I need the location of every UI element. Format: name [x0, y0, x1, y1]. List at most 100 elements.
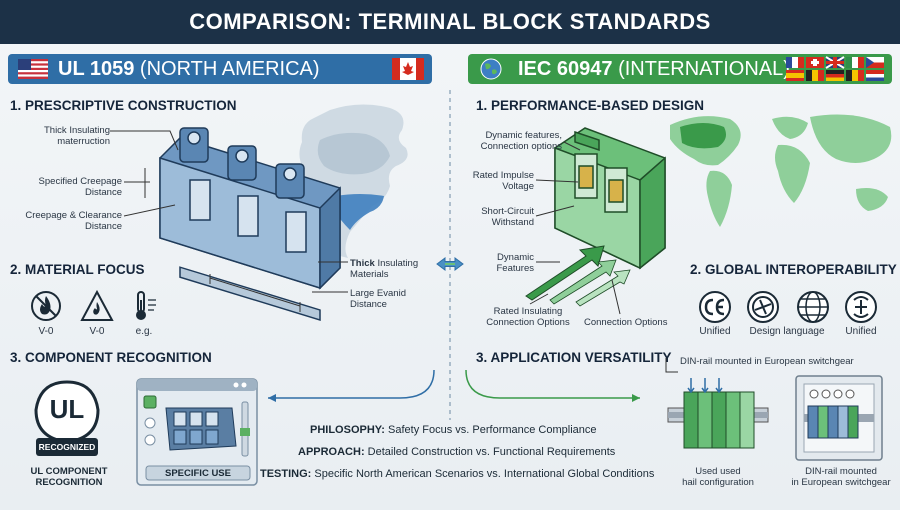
callout-rated-insulating: Rated Insulating Connection Options — [478, 306, 578, 328]
approach-key: APPROACH: — [298, 446, 365, 458]
callout-imp-1: Rated Impulse — [472, 170, 534, 181]
callout-imp-2: Voltage — [502, 181, 534, 192]
iec-header-rest: (INTERNATIONAL) — [612, 58, 790, 80]
iec-terminal-block-illustration — [554, 127, 666, 270]
callout-short-circuit: Short-Circuit Withstand — [470, 206, 534, 228]
callout-creepage-clearance: Creepage & Clearance Distance — [10, 210, 122, 232]
callout-dynamic-features-connection: Dynamic features, Connection options — [470, 130, 562, 152]
callout-large-distance: Large Evanid Distance — [350, 288, 406, 310]
callout-rated-impulse: Rated Impulse Voltage — [470, 170, 534, 192]
ul-terminal-block-illustration — [159, 127, 341, 321]
ul-caption-2: RECOGNITION — [35, 477, 103, 488]
callout-ri-2: Connection Options — [486, 317, 570, 328]
double-arrow-icon — [436, 257, 464, 271]
din-caption-left: Used used hail configuration — [670, 466, 766, 488]
ce-mark-icon — [699, 291, 731, 323]
swiss-flag-icon — [806, 57, 824, 68]
callout-evanid-1: Large Evanid — [350, 288, 406, 299]
material-icon-label-2: V-0 — [89, 326, 105, 337]
testing-value: Specific North American Scenarios vs. In… — [311, 468, 655, 480]
callout-specified-creepage: Specified Creepage Distance — [10, 176, 122, 198]
dynamic-arrows-icon — [525, 245, 631, 307]
callout-creep-2: Distance — [85, 187, 122, 198]
us-flag-icon — [18, 59, 48, 79]
callout-dyn-2: Connection options — [480, 141, 562, 152]
din-caption-left-1: Used used — [695, 466, 741, 477]
electrical-standard-icon — [845, 291, 877, 323]
philosophy-line: PHILOSOPHY: Safety Focus vs. Performance… — [310, 424, 597, 436]
ul-section-3-title: 3. COMPONENT RECOGNITION — [10, 350, 212, 365]
callout-clear-1: Creepage & Clearance — [25, 210, 122, 221]
global-icon-label-2: Design language — [749, 326, 825, 337]
ul-section-1-title: 1. PRESCRIPTIVE CONSTRUCTION — [10, 98, 237, 113]
din-caption-right: DIN-rail mounted in European switchgear — [786, 466, 896, 488]
material-icon-label-3: e.g. — [135, 326, 153, 337]
eu-flags-icon — [786, 56, 884, 81]
germany-flag-icon — [826, 70, 844, 81]
global-icon-label-1: Unified — [699, 326, 731, 337]
ul-mark: UL — [49, 394, 85, 424]
iec-header-bold: IEC 60947 — [518, 58, 613, 80]
philosophy-value: Safety Focus vs. Performance Compliance — [384, 424, 597, 436]
ul-header-bold: UL 1059 — [58, 58, 135, 80]
ul-section-2-title: 2. MATERIAL FOCUS — [10, 262, 145, 277]
callout-ri-1: Rated Insulating — [493, 306, 563, 317]
din-note-pointer — [665, 358, 678, 373]
din-rail-illustration — [667, 378, 769, 449]
iec-header-text: IEC 60947 (INTERNATIONAL) — [518, 54, 790, 84]
ul-header-text: UL 1059 (NORTH AMERICA) — [58, 54, 320, 84]
approach-value: Detailed Construction vs. Functional Req… — [364, 446, 616, 458]
callout-creep-1: Specified Creepage — [38, 176, 122, 187]
ul-component-caption: UL COMPONENT RECOGNITION — [14, 466, 124, 488]
czech-flag-icon — [866, 57, 884, 68]
callout-thick-materials: Thick Insulating Materials — [350, 258, 418, 280]
din-caption-left-2: hail configuration — [682, 477, 754, 488]
canada-flag-icon — [392, 58, 424, 80]
ul-recognized-badge — [34, 380, 100, 456]
certification-mark-icon — [747, 291, 779, 323]
callout-mat-bold: Thick — [350, 258, 375, 269]
testing-line: TESTING: Specific North American Scenari… — [260, 468, 654, 480]
callout-df-2: Features — [496, 263, 535, 274]
iec-section-3-title: 3. APPLICATION VERSATILITY — [476, 350, 672, 365]
flammable-warning-icon — [80, 289, 114, 321]
callout-sc-2: Withstand — [491, 217, 534, 228]
callout-df-1: Dynamic — [497, 252, 534, 263]
globe-icon — [480, 58, 502, 80]
page-title: COMPARISON: TERMINAL BLOCK STANDARDS — [0, 0, 900, 44]
callout-connection-options: Connection Options — [584, 317, 668, 328]
thermometer-icon — [136, 291, 156, 320]
italy-flag-icon — [846, 57, 864, 68]
ul-header-rest: (NORTH AMERICA) — [134, 58, 320, 80]
globe-grid-icon — [797, 291, 829, 323]
switchgear-illustration — [795, 375, 883, 461]
callout-mat-rest: Insulating — [374, 258, 419, 269]
iec-header: IEC 60947 (INTERNATIONAL) — [468, 54, 892, 84]
callout-thick-2: materruction — [57, 136, 110, 147]
callout-clear-2: Distance — [85, 221, 122, 232]
callout-mat-2: Materials — [350, 269, 389, 280]
france-flag-icon — [786, 57, 804, 68]
callout-dynamic-features: Dynamic Features — [480, 252, 535, 274]
global-icon-label-3: Unified — [845, 326, 877, 337]
flame-rating-icon — [31, 291, 61, 321]
material-icon-label-1: V-0 — [38, 326, 54, 337]
ul-header: UL 1059 (NORTH AMERICA) — [8, 54, 432, 84]
terminal-block-icon — [165, 407, 237, 451]
spain-flag-icon — [786, 70, 804, 81]
belgium-flag-icon — [806, 70, 824, 81]
callout-evanid-2: Distance — [350, 299, 387, 310]
belgium-flag-icon-2 — [846, 70, 864, 81]
callout-thick-insulating: Thick Insulating materruction — [10, 125, 110, 147]
ul-caption-1: UL COMPONENT — [30, 466, 108, 477]
specific-use-window — [136, 378, 258, 486]
recognized-text: RECOGNIZED — [38, 442, 96, 452]
din-caption-right-1: DIN-rail mounted — [805, 466, 877, 477]
world-map — [670, 114, 892, 227]
din-note: DIN-rail mounted in European switchgear — [680, 356, 854, 367]
callout-dyn-1: Dynamic features, — [485, 130, 562, 141]
din-caption-right-2: in European switchgear — [791, 477, 891, 488]
callout-thick-1: Thick Insulating — [43, 125, 110, 136]
uk-flag-icon — [825, 56, 845, 69]
